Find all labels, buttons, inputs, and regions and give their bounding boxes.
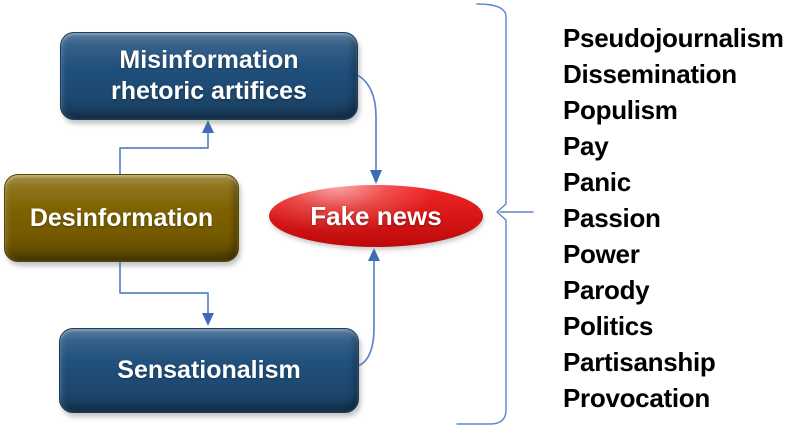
node-label: Misinformation rhetoric artifices <box>111 46 307 105</box>
arrowhead-down-icon <box>370 170 382 184</box>
brace-list-item: Provocation <box>563 383 710 413</box>
brace-list-item: Parody <box>563 275 650 305</box>
brace-list-item: Passion <box>563 203 661 233</box>
brace-list-item: Partisanship <box>563 347 716 377</box>
arrowhead-up-icon <box>202 120 214 133</box>
brace-list-item: Power <box>563 239 640 269</box>
brace-list-item: Populism <box>563 95 678 125</box>
connector-desinformation-to-sensationalism <box>119 258 209 315</box>
connector-desinformation-to-misinformation <box>119 131 209 177</box>
brace-list-item: Politics <box>563 311 654 341</box>
node-sensationalism: Sensationalism <box>59 328 359 413</box>
arrowhead-down-icon <box>202 313 214 326</box>
node-label: Desinformation <box>29 203 214 232</box>
connector-sensationalism-to-fakenews <box>357 260 375 367</box>
brace-icon <box>456 3 507 425</box>
brace-list-item: Pseudojournalism <box>563 23 784 53</box>
node-fake-news: Fake news <box>269 185 483 247</box>
connector-misinformation-to-fakenews <box>354 73 377 172</box>
arrowhead-up-icon <box>368 248 380 261</box>
node-misinformation-rhetoric-artifices: Misinformation rhetoric artifices <box>60 32 358 120</box>
brace-list-item: Pay <box>563 131 609 161</box>
node-label: Sensationalism <box>117 356 301 384</box>
node-label: Fake news <box>310 200 442 231</box>
brace-list: Pseudojournalism Dissemination Populism … <box>563 20 784 416</box>
node-desinformation: Desinformation <box>4 174 239 262</box>
brace-list-item: Dissemination <box>563 59 737 89</box>
brace-list-item: Panic <box>563 167 631 197</box>
